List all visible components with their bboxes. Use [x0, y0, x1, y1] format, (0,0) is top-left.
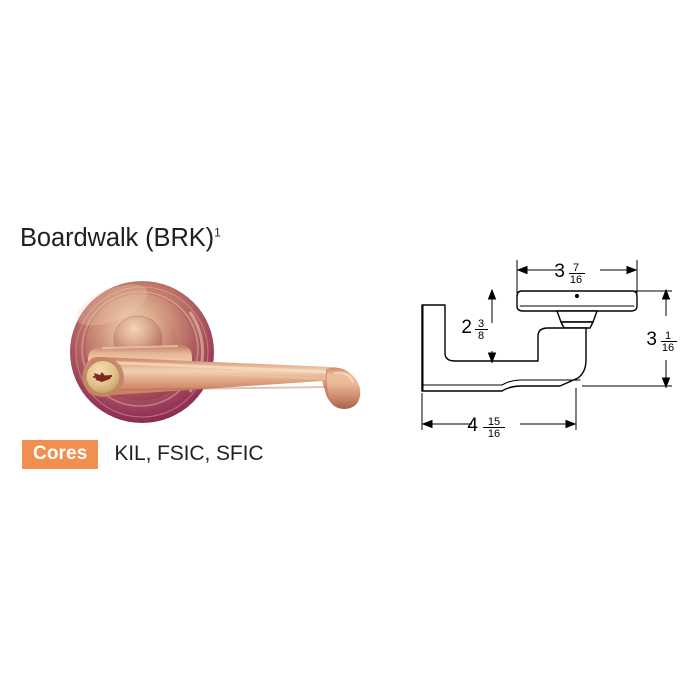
dim-overall-denominator: 16 [662, 342, 674, 354]
dim-top-whole: 3 [554, 261, 565, 282]
dimension-drawing-svg: 3 7 16 2 3 8 3 1 16 4 15 [421, 260, 677, 440]
key-cylinder [82, 357, 124, 397]
page-title: Boardwalk (BRK)1 [20, 224, 221, 252]
dim-top-width [516, 260, 638, 293]
dim-height-numerator: 3 [478, 318, 484, 330]
dim-top-denominator: 16 [570, 274, 582, 286]
lever-product-photo [40, 265, 400, 440]
dim-label-lever-length: 4 15 16 [467, 415, 505, 440]
cores-value: KIL, FSIC, SFIC [114, 442, 264, 466]
dim-label-overall-height: 3 1 16 [646, 329, 677, 354]
dimension-drawing: 3 7 16 2 3 8 3 1 16 4 15 [410, 248, 695, 448]
center-mark [574, 293, 580, 299]
dim-height-whole: 2 [461, 317, 472, 338]
dim-overall-whole: 3 [646, 329, 657, 350]
lever-profile-outline [421, 304, 587, 392]
lever-illustration [70, 281, 361, 423]
product-name: Boardwalk (BRK) [20, 224, 215, 252]
dim-top-numerator: 7 [573, 262, 579, 274]
dim-length-whole: 4 [467, 415, 478, 436]
dim-overall-numerator: 1 [665, 330, 671, 342]
dim-height-denominator: 8 [478, 330, 484, 342]
dim-length-denominator: 16 [488, 428, 500, 440]
dim-length-numerator: 15 [488, 416, 500, 428]
footnote-marker: 1 [214, 225, 221, 240]
dim-label-top-width: 3 7 16 [554, 261, 585, 286]
dim-label-lever-height: 2 3 8 [461, 317, 488, 342]
cores-badge: Cores [22, 440, 99, 469]
dim-lever-length [421, 388, 577, 430]
cores-row: Cores KIL, FSIC, SFIC [22, 440, 263, 469]
spindle-collar-outline [556, 310, 598, 329]
lever-handle [84, 357, 361, 409]
dim-overall-height [582, 288, 672, 389]
rose-section-outline [516, 290, 638, 312]
dim-lever-height [487, 288, 536, 364]
